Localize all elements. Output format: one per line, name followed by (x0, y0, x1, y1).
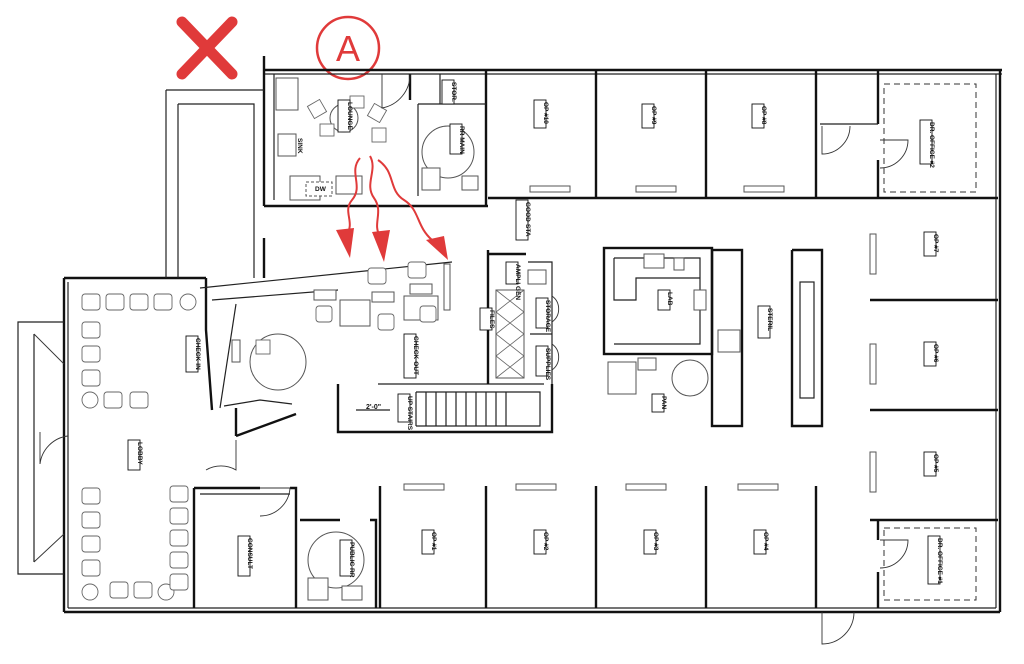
right-operatories: OP #7 OP #6 OP #5 DR. OFFICE #1 (869, 231, 998, 608)
reception-area: CHECK-IN CHECK-OUT (185, 261, 453, 438)
lobby-area: LOBBY (39, 293, 197, 601)
label-files: FILES (488, 310, 495, 329)
label-up-stairs: UP STAIRS (406, 396, 413, 431)
label-op5: OP #5 (932, 454, 939, 473)
label-ampli-gen: AMPLI GEN (514, 264, 521, 300)
files-racks (495, 289, 525, 379)
label-op4: OP #4 (762, 532, 769, 551)
label-lounge: LOUNGE (346, 102, 353, 130)
label-op9: OP #9 (650, 106, 657, 125)
files-storage: AMPLI GEN FILES STORAGE SUPPLIES (479, 250, 560, 384)
label-public-rr: PUBLIC RR (348, 542, 355, 578)
label-op7: OP #7 (932, 234, 939, 253)
lounge-area: STOR. RR MAIN LOUNGE SINK DW (264, 70, 488, 208)
stair-dimension: 2'-0" (366, 404, 381, 411)
label-dr-office1: DR. OFFICE #1 (936, 538, 943, 584)
label-steril: STERIL (766, 308, 773, 331)
label-supplies: SUPPLIES (544, 348, 551, 381)
label-check-in: CHECK-IN (194, 338, 201, 370)
label-lobby: LOBBY (136, 442, 143, 465)
stair-area: UP STAIRS 2'-0" (336, 383, 554, 434)
lab-steril: LAB PAN STERIL (602, 246, 824, 428)
label-op8: OP #8 (760, 106, 767, 125)
label-rr-main: RR MAIN (458, 126, 465, 154)
label-storage: STORAGE (544, 300, 551, 333)
label-dr-office2: DR. OFFICE #2 (928, 122, 935, 168)
marker-a-letter: A (336, 28, 360, 69)
annotation-arrows (336, 155, 448, 262)
bottom-operatories: OP #1 OP #2 OP #3 OP #4 (378, 483, 855, 645)
label-consult: CONSULT (246, 538, 253, 569)
label-op2: OP #2 (542, 532, 549, 551)
label-sink: SINK (296, 138, 303, 154)
label-op6: OP #6 (932, 344, 939, 363)
label-stor: STOR. (450, 82, 457, 102)
reject-x-mark (176, 16, 238, 80)
label-op3: OP #3 (652, 532, 659, 551)
consult-rr: CONSULT PUBLIC RR (192, 440, 378, 608)
top-operatories: OP #10 OP #9 OP #8 DR. OFFICE #2 GOOD-ST… (488, 70, 998, 241)
stair-treads (425, 392, 507, 426)
label-op10: OP #10 (542, 102, 549, 124)
label-op1: OP #1 (430, 532, 437, 551)
label-check-out: CHECK-OUT (412, 336, 419, 375)
label-lab: LAB (666, 292, 673, 306)
label-good-sta: GOOD-STA (524, 202, 531, 237)
label-pan: PAN (660, 396, 667, 410)
label-dw: DW (315, 186, 327, 193)
marker-a: A (315, 15, 381, 81)
